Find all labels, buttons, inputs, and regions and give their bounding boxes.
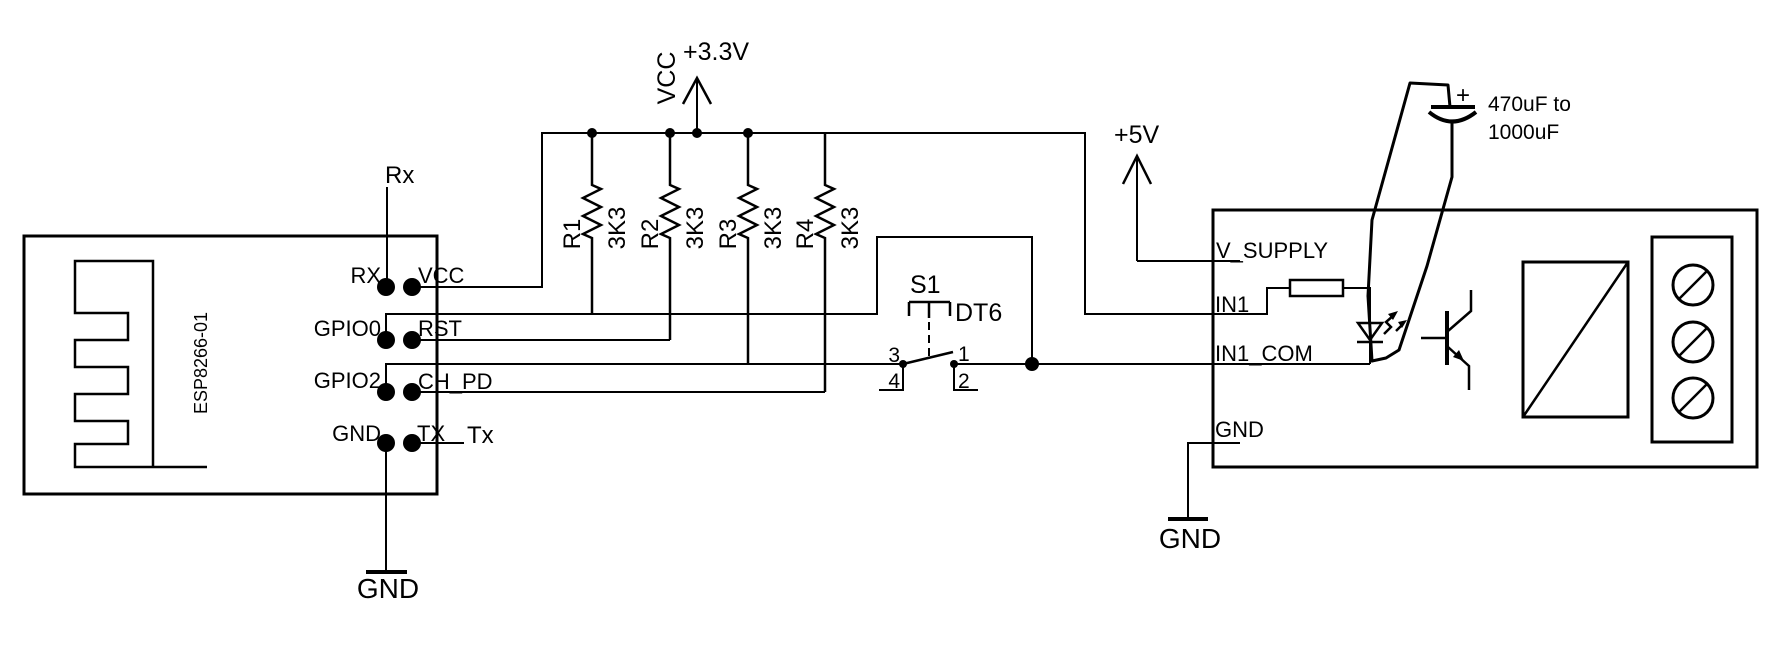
pin-label-gnd: GND bbox=[1215, 417, 1264, 442]
r3-value: 3K3 bbox=[760, 207, 787, 250]
hand-drawn-pointer-left bbox=[1366, 81, 1452, 363]
switch-lever bbox=[902, 350, 954, 366]
tx-net-label: Tx bbox=[467, 422, 494, 449]
pin-label-vcc: VCC bbox=[418, 263, 465, 288]
gnd-symbol-relay: GND bbox=[1159, 442, 1240, 554]
pin-label-in1: IN1 bbox=[1215, 292, 1249, 317]
junction-dot bbox=[1025, 357, 1039, 371]
polarized-capacitor-icon: + bbox=[1427, 82, 1478, 124]
led-emission-arrow bbox=[1383, 314, 1395, 335]
s1-pin4: 4 bbox=[888, 370, 900, 393]
s1-ref: S1 bbox=[910, 271, 941, 299]
s1-pin3: 3 bbox=[888, 344, 900, 367]
pin-label-rx: RX bbox=[350, 263, 381, 288]
pin2-stub bbox=[953, 364, 978, 391]
input-resistor-icon bbox=[1288, 278, 1345, 298]
antenna-icon bbox=[73, 259, 207, 469]
relay-module: V_SUPPLY IN1 IN1_COM GND bbox=[1159, 208, 1759, 554]
r3-ref: R3 bbox=[715, 219, 742, 250]
resistor-r3 bbox=[736, 133, 760, 364]
rx-net-label: Rx bbox=[385, 162, 414, 189]
up-arrow-icon bbox=[1121, 153, 1153, 185]
pin-label-in1-com: IN1_COM bbox=[1215, 341, 1313, 366]
esp-part-label: ESP8266-01 bbox=[191, 312, 211, 414]
r1-value: 3K3 bbox=[604, 207, 631, 250]
relay-coil-body bbox=[1521, 260, 1630, 419]
screw-slot bbox=[1678, 327, 1708, 357]
screw-terminal-icon bbox=[1671, 320, 1715, 364]
led-emission-arrowhead bbox=[1398, 320, 1407, 328]
pullup-resistors: R1 3K3 R2 3K3 R3 3K3 R4 3K3 bbox=[559, 133, 864, 392]
screw-slot bbox=[1678, 383, 1708, 413]
terminal-block-body bbox=[1650, 235, 1734, 444]
npn-transistor-icon bbox=[1421, 290, 1473, 390]
pin-label-rst: RST bbox=[418, 316, 462, 341]
v5-label: +5V bbox=[1114, 121, 1160, 149]
capacitor-value-line1: 470uF to bbox=[1488, 93, 1571, 116]
s1-part: DT6 bbox=[955, 299, 1002, 327]
vcc-net-name: VCC bbox=[653, 52, 681, 105]
capacitor-plate-negative bbox=[1427, 110, 1478, 124]
gnd-label: GND bbox=[1159, 523, 1221, 554]
resistor-r4 bbox=[813, 133, 837, 392]
s1-pin2: 2 bbox=[958, 370, 970, 393]
vcc-net-wire bbox=[412, 132, 1290, 315]
vcc-rail: VCC +3.3V bbox=[412, 38, 1290, 315]
s1-pin1: 1 bbox=[958, 343, 970, 366]
capacitor-annotation: + 470uF to 1000uF bbox=[1366, 81, 1571, 363]
gpio0-net-wire bbox=[385, 236, 1033, 364]
v33-label: +3.3V bbox=[683, 38, 749, 66]
capacitor-polarity-mark: + bbox=[1456, 82, 1470, 109]
led-anode-wire bbox=[1343, 287, 1371, 323]
r4-value: 3K3 bbox=[837, 207, 864, 250]
up-arrow-icon bbox=[681, 75, 713, 105]
transistor-collector-lead bbox=[1447, 290, 1473, 332]
r2-value: 3K3 bbox=[682, 207, 709, 250]
pin-label-tx: TX bbox=[417, 421, 445, 446]
screw-terminal-icon bbox=[1671, 376, 1715, 420]
screw-slot bbox=[1678, 270, 1708, 300]
resistor-r2 bbox=[658, 133, 682, 340]
transistor-emitter-lead bbox=[1447, 346, 1471, 390]
hand-drawn-pointer-right bbox=[1370, 120, 1454, 363]
esp-pin-labels: RX VCC GPIO0 RST GPIO2 CH_PD GND TX bbox=[314, 263, 493, 446]
r2-ref: R2 bbox=[637, 219, 664, 250]
pin-label-v-supply: V_SUPPLY bbox=[1216, 238, 1328, 263]
pin-label-gpio0: GPIO0 bbox=[314, 316, 381, 341]
gnd-wire bbox=[1187, 442, 1240, 519]
screw-terminal-icon bbox=[1671, 263, 1715, 307]
push-button-s1: S1 DT6 3 4 1 2 bbox=[879, 271, 1002, 393]
capacitor-value-line2: 1000uF bbox=[1488, 121, 1559, 144]
signal-nets bbox=[385, 236, 1370, 393]
r4-ref: R4 bbox=[792, 219, 819, 250]
button-actuator-icon bbox=[907, 300, 952, 318]
terminal-block bbox=[1650, 235, 1734, 444]
relay-coil-icon bbox=[1521, 260, 1630, 419]
pin-label-gnd: GND bbox=[332, 421, 381, 446]
r1-ref: R1 bbox=[559, 219, 586, 250]
led-icon bbox=[1355, 311, 1407, 364]
transistor-emitter-arrow bbox=[1453, 350, 1464, 361]
power-flag-5v: +5V bbox=[1114, 121, 1240, 262]
gpio2-net-wire bbox=[385, 363, 903, 392]
pin-label-gpio2: GPIO2 bbox=[314, 368, 381, 393]
esp-external-connections: Rx Tx GND bbox=[357, 162, 494, 604]
pin4-stub bbox=[879, 364, 904, 391]
gnd-label: GND bbox=[357, 573, 419, 604]
relay-coil-diagonal bbox=[1521, 261, 1630, 418]
resistor-r1 bbox=[580, 133, 604, 314]
led-emission-arrowhead bbox=[1388, 311, 1398, 320]
gnd-symbol-esp: GND bbox=[357, 443, 419, 604]
relay-module-body bbox=[1211, 208, 1759, 469]
pin-label-chpd: CH_PD bbox=[418, 369, 493, 394]
power-flag-3v3: VCC +3.3V bbox=[653, 38, 749, 133]
